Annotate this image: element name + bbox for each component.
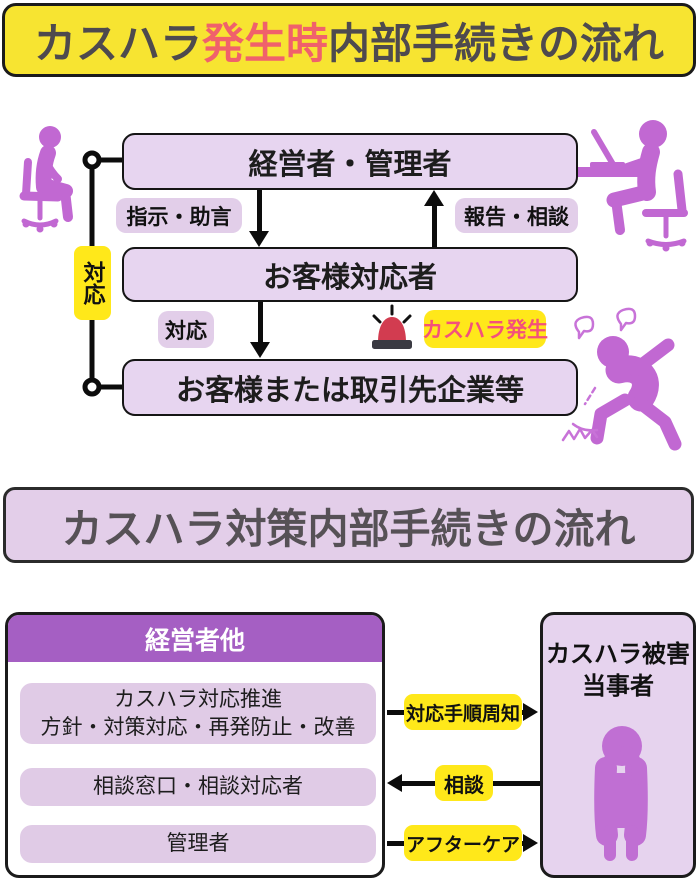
label-consult: 相談 xyxy=(435,765,493,801)
arrow-up-head xyxy=(424,190,444,206)
label-instruct: 指示・助言 xyxy=(116,198,242,233)
victim-panel: カスハラ被害 当事者 xyxy=(540,612,696,878)
arrow-notify-head xyxy=(523,703,538,721)
manager-box: 経営者・管理者 xyxy=(122,133,578,190)
crying-person-icon xyxy=(594,726,648,861)
title-measure-flow: カスハラ対策内部手続きの流れ xyxy=(3,487,694,563)
victim-title-line2: 当事者 xyxy=(582,673,654,700)
row-promotion-line2: 方針・対策対応・再発防止・改善 xyxy=(40,715,356,739)
title-incident-flow: カスハラ発生時内部手続きの流れ xyxy=(2,3,696,77)
title-highlight: 発生時 xyxy=(201,19,328,67)
arrow-consult-head xyxy=(387,774,402,792)
label-aftercare: アフターケア xyxy=(404,825,522,861)
victim-title-line1: カスハラ被害 xyxy=(546,641,690,668)
victim-title: カスハラ被害 当事者 xyxy=(543,639,693,703)
label-respond: 対応 xyxy=(158,311,214,348)
management-panel: 経営者他 カスハラ対応推進 方針・対策対応・再発防止・改善 相談窓口・相談対応者… xyxy=(5,612,385,878)
row-promotion-line1: カスハラ対応推進 xyxy=(114,687,282,711)
arrow-down-1-head xyxy=(249,231,269,247)
title-suffix: 内部手続きの流れ xyxy=(328,19,665,67)
title-prefix: カスハラ xyxy=(33,19,202,67)
label-report: 報告・相談 xyxy=(455,198,578,233)
arrow-down-2-head xyxy=(250,342,270,358)
arrow-down-1-shaft xyxy=(256,190,262,233)
label-notify: 対応手順周知 xyxy=(404,694,522,730)
management-panel-header: 経営者他 xyxy=(8,615,382,662)
label-incident: カスハラ発生 xyxy=(422,310,548,348)
customer-box: お客様または取引先企業等 xyxy=(122,359,578,416)
row-promotion: カスハラ対応推進 方針・対策対応・再発防止・改善 xyxy=(20,683,376,744)
arrow-down-2-shaft xyxy=(257,302,263,344)
arrow-aftercare-head xyxy=(523,834,538,852)
arrow-up-shaft xyxy=(431,204,437,247)
siren-icon xyxy=(372,304,412,349)
label-respond-side: 対応 xyxy=(74,246,111,320)
row-manager: 管理者 xyxy=(20,825,376,863)
seated-worker-icon xyxy=(19,126,73,233)
row-consultation-desk: 相談窓口・相談対応者 xyxy=(20,768,376,806)
responder-box: お客様対応者 xyxy=(122,247,578,302)
